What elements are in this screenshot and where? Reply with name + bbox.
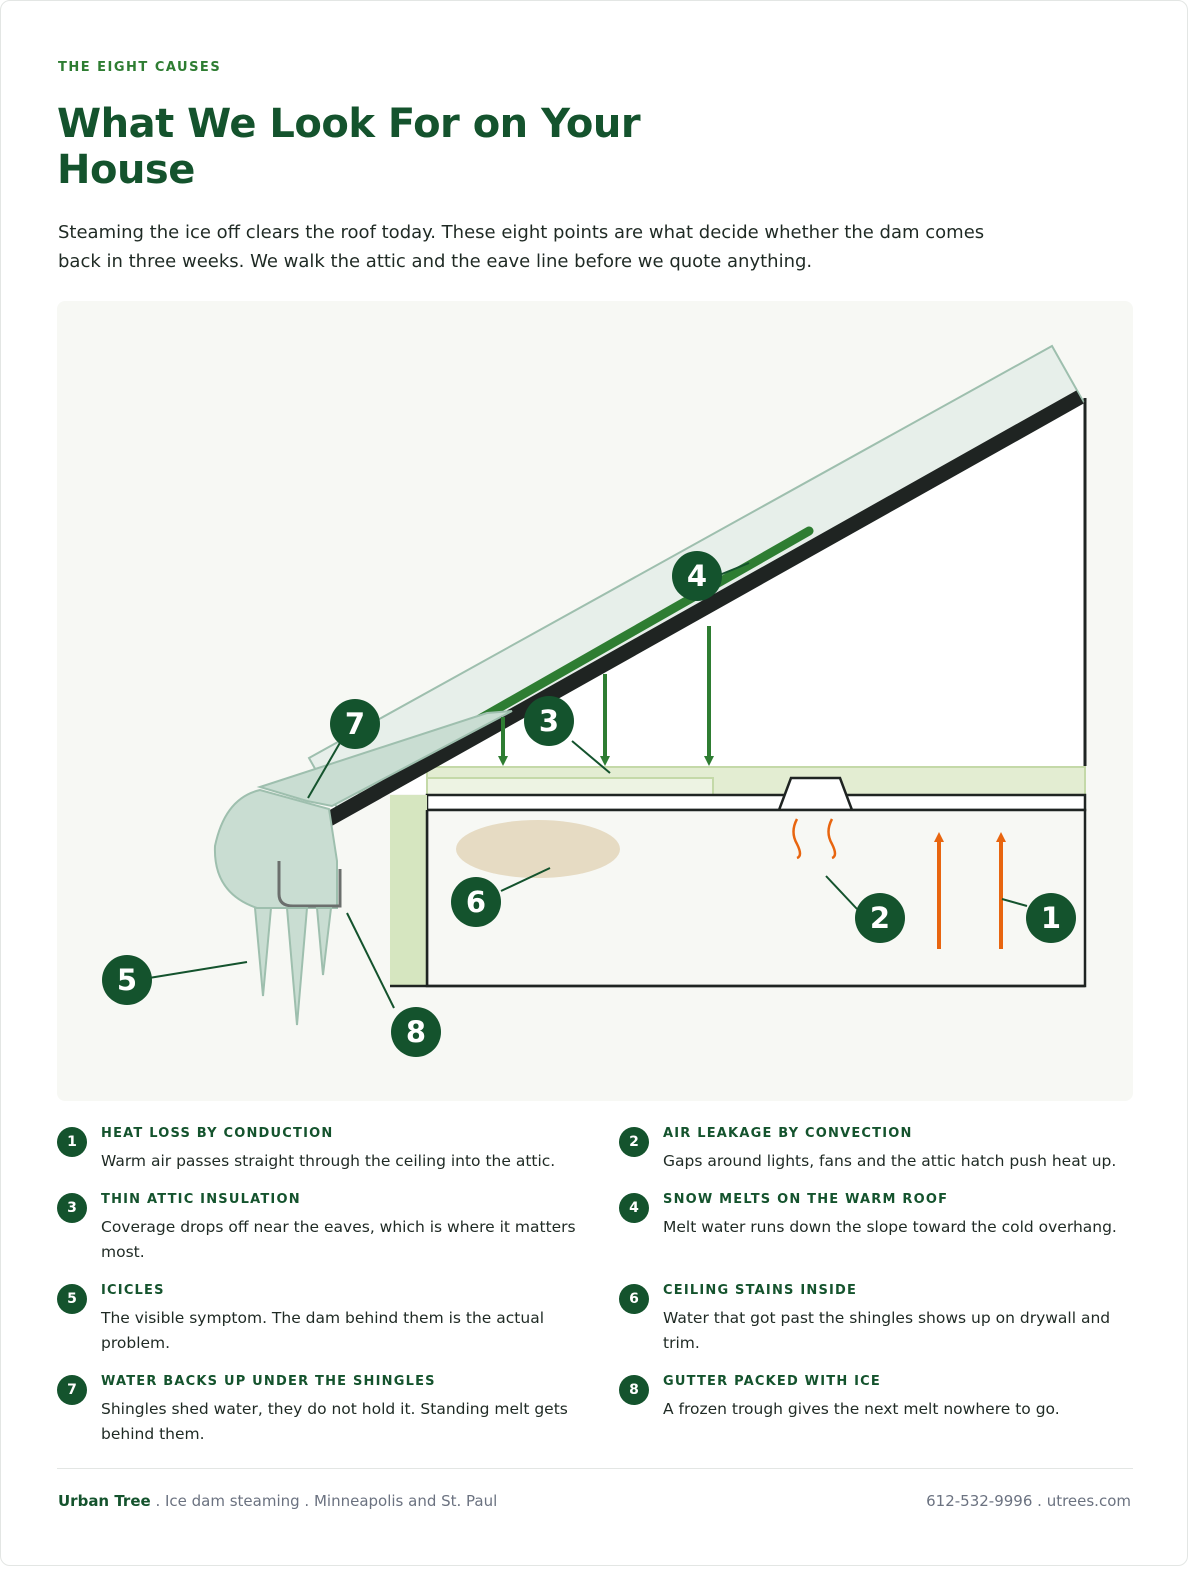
cause-description: A frozen trough gives the next melt nowh… xyxy=(663,1400,1060,1418)
svg-text:5: 5 xyxy=(117,963,137,997)
cause-number-badge: 7 xyxy=(57,1375,87,1405)
ceiling-light-fixture xyxy=(777,776,854,812)
ceiling-joist xyxy=(425,793,1087,812)
cause-description: Gaps around lights, fans and the attic h… xyxy=(663,1152,1117,1170)
cause-number-badge: 8 xyxy=(619,1375,649,1405)
cause-description: Shingles shed water, they do not hold it… xyxy=(101,1400,568,1443)
svg-text:6: 6 xyxy=(466,885,486,919)
cause-title: GUTTER PACKED WITH ICE xyxy=(663,1374,881,1389)
cause-title: CEILING STAINS INSIDE xyxy=(663,1283,858,1298)
cause-number-badge: 4 xyxy=(619,1193,649,1223)
eyebrow-label: THE EIGHT CAUSES xyxy=(58,60,222,75)
footer-tagline: . Ice dam steaming . Minneapolis and St.… xyxy=(150,1492,498,1510)
cause-description: Water that got past the shingles shows u… xyxy=(663,1309,1111,1352)
cause-description: Coverage drops off near the eaves, which… xyxy=(101,1218,576,1261)
lead-paragraph: Steaming the ice off clears the roof tod… xyxy=(58,222,985,272)
diagram-svg: 1 2 3 4 5 6 7 xyxy=(102,344,1087,1057)
page-title: What We Look For on Your House xyxy=(57,101,641,193)
cause-title: ICICLES xyxy=(101,1283,165,1298)
cause-number-badge: 5 xyxy=(57,1284,87,1314)
diagram-marker-5: 5 xyxy=(102,955,152,1005)
svg-text:4: 4 xyxy=(687,559,707,593)
cause-number-badge: 6 xyxy=(619,1284,649,1314)
roof-deck xyxy=(325,390,1084,826)
cause-description: Melt water runs down the slope toward th… xyxy=(663,1218,1117,1236)
gutter-bracket xyxy=(277,861,342,908)
diagram-marker-2: 2 xyxy=(855,893,905,943)
footer-contact: 612-532-9996 . utrees.com xyxy=(926,1492,1131,1510)
icicle xyxy=(315,907,333,976)
cause-title: SNOW MELTS ON THE WARM ROOF xyxy=(663,1192,949,1207)
attic-insulation-thin xyxy=(426,777,714,796)
cause-description: Warm air passes straight through the cei… xyxy=(101,1152,556,1170)
cause-title: AIR LEAKAGE BY CONVECTION xyxy=(663,1126,913,1141)
air-leak-wisp xyxy=(827,818,837,860)
cause-title: THIN ATTIC INSULATION xyxy=(101,1192,301,1207)
air-leak-wisp xyxy=(792,818,802,860)
cause-number-badge: 3 xyxy=(57,1193,87,1223)
cause-number-badge: 2 xyxy=(619,1127,649,1157)
ceiling-stain xyxy=(456,820,620,878)
diagram-marker-6: 6 xyxy=(451,877,501,927)
diagram-marker-4: 4 xyxy=(672,551,722,601)
diagram-marker-7: 7 xyxy=(330,699,380,749)
svg-text:3: 3 xyxy=(539,704,559,738)
icicle xyxy=(253,907,273,997)
diagram-marker-3: 3 xyxy=(524,696,574,746)
footer-brand-name: Urban Tree xyxy=(58,1492,151,1510)
cause-title: WATER BACKS UP UNDER THE SHINGLES xyxy=(101,1374,436,1389)
cause-title: HEAT LOSS BY CONDUCTION xyxy=(101,1126,334,1141)
svg-text:8: 8 xyxy=(406,1015,426,1049)
cause-number-badge: 1 xyxy=(57,1127,87,1157)
diagram-marker-1: 1 xyxy=(1026,893,1076,943)
cause-description: The visible symptom. The dam behind them… xyxy=(101,1309,544,1352)
exterior-wall xyxy=(390,795,427,986)
icicle xyxy=(285,907,309,1026)
svg-text:7: 7 xyxy=(345,707,365,741)
footer-divider xyxy=(57,1468,1133,1469)
ice-dam-wedge xyxy=(256,710,513,808)
diagram-marker-8: 8 xyxy=(391,1007,441,1057)
footer-brand-line: Urban Tree . Ice dam steaming . Minneapo… xyxy=(58,1492,497,1510)
frozen-gutter xyxy=(213,788,338,909)
svg-text:2: 2 xyxy=(870,901,890,935)
flyer-page: THE EIGHT CAUSES What We Look For on You… xyxy=(0,0,1188,1566)
svg-text:1: 1 xyxy=(1041,901,1061,935)
ice-dam-diagram: 1 2 3 4 5 6 7 xyxy=(57,301,1133,1101)
